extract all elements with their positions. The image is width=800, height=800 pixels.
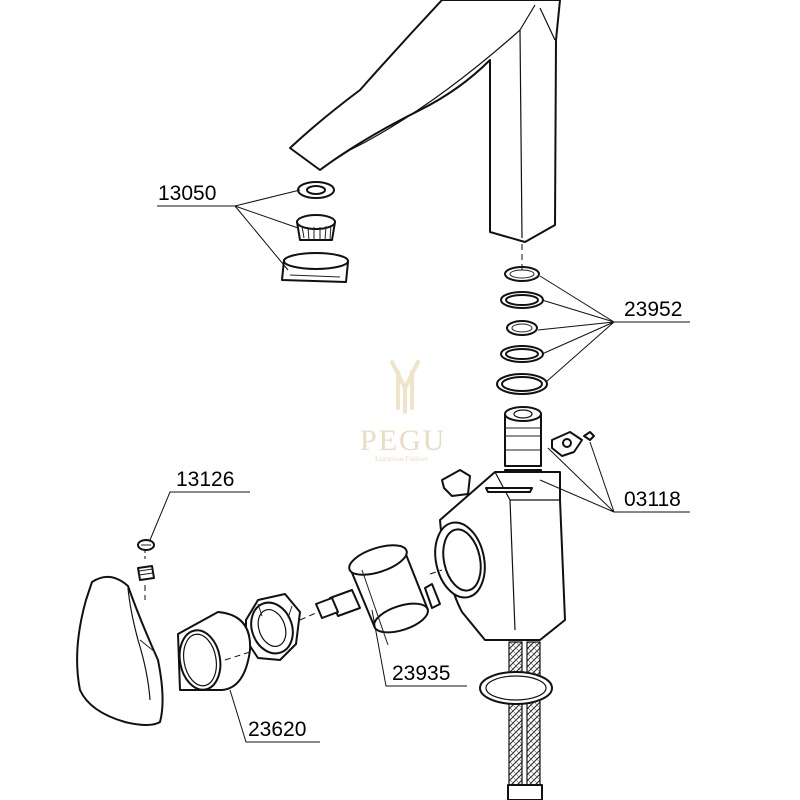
callout-03118: 03118 xyxy=(624,488,681,511)
callout-13126: 13126 xyxy=(176,468,234,491)
ceramic-cartridge xyxy=(315,544,441,646)
retaining-nut xyxy=(245,593,301,661)
cover-cap xyxy=(177,611,252,691)
connector-and-clips xyxy=(441,406,595,497)
o-ring-set xyxy=(496,266,548,395)
callout-23620: 23620 xyxy=(248,718,306,741)
faucet-spout xyxy=(289,0,561,243)
handle-lever xyxy=(76,575,164,726)
set-screw-and-cap xyxy=(137,539,155,581)
callout-23935: 23935 xyxy=(392,662,450,685)
watermark-text: PEGU xyxy=(360,424,446,457)
assembly-axis-lines xyxy=(144,244,523,661)
watermark-logo: PEGU Luxurious Fashion xyxy=(360,360,446,463)
aerator-parts xyxy=(281,181,349,283)
callout-23952: 23952 xyxy=(624,298,682,321)
watermark-subtext: Luxurious Fashion xyxy=(375,455,428,463)
callout-13050: 13050 xyxy=(158,182,216,205)
faucet-body xyxy=(434,471,566,641)
callout-leaders xyxy=(149,189,690,743)
supply-hoses xyxy=(479,641,553,800)
